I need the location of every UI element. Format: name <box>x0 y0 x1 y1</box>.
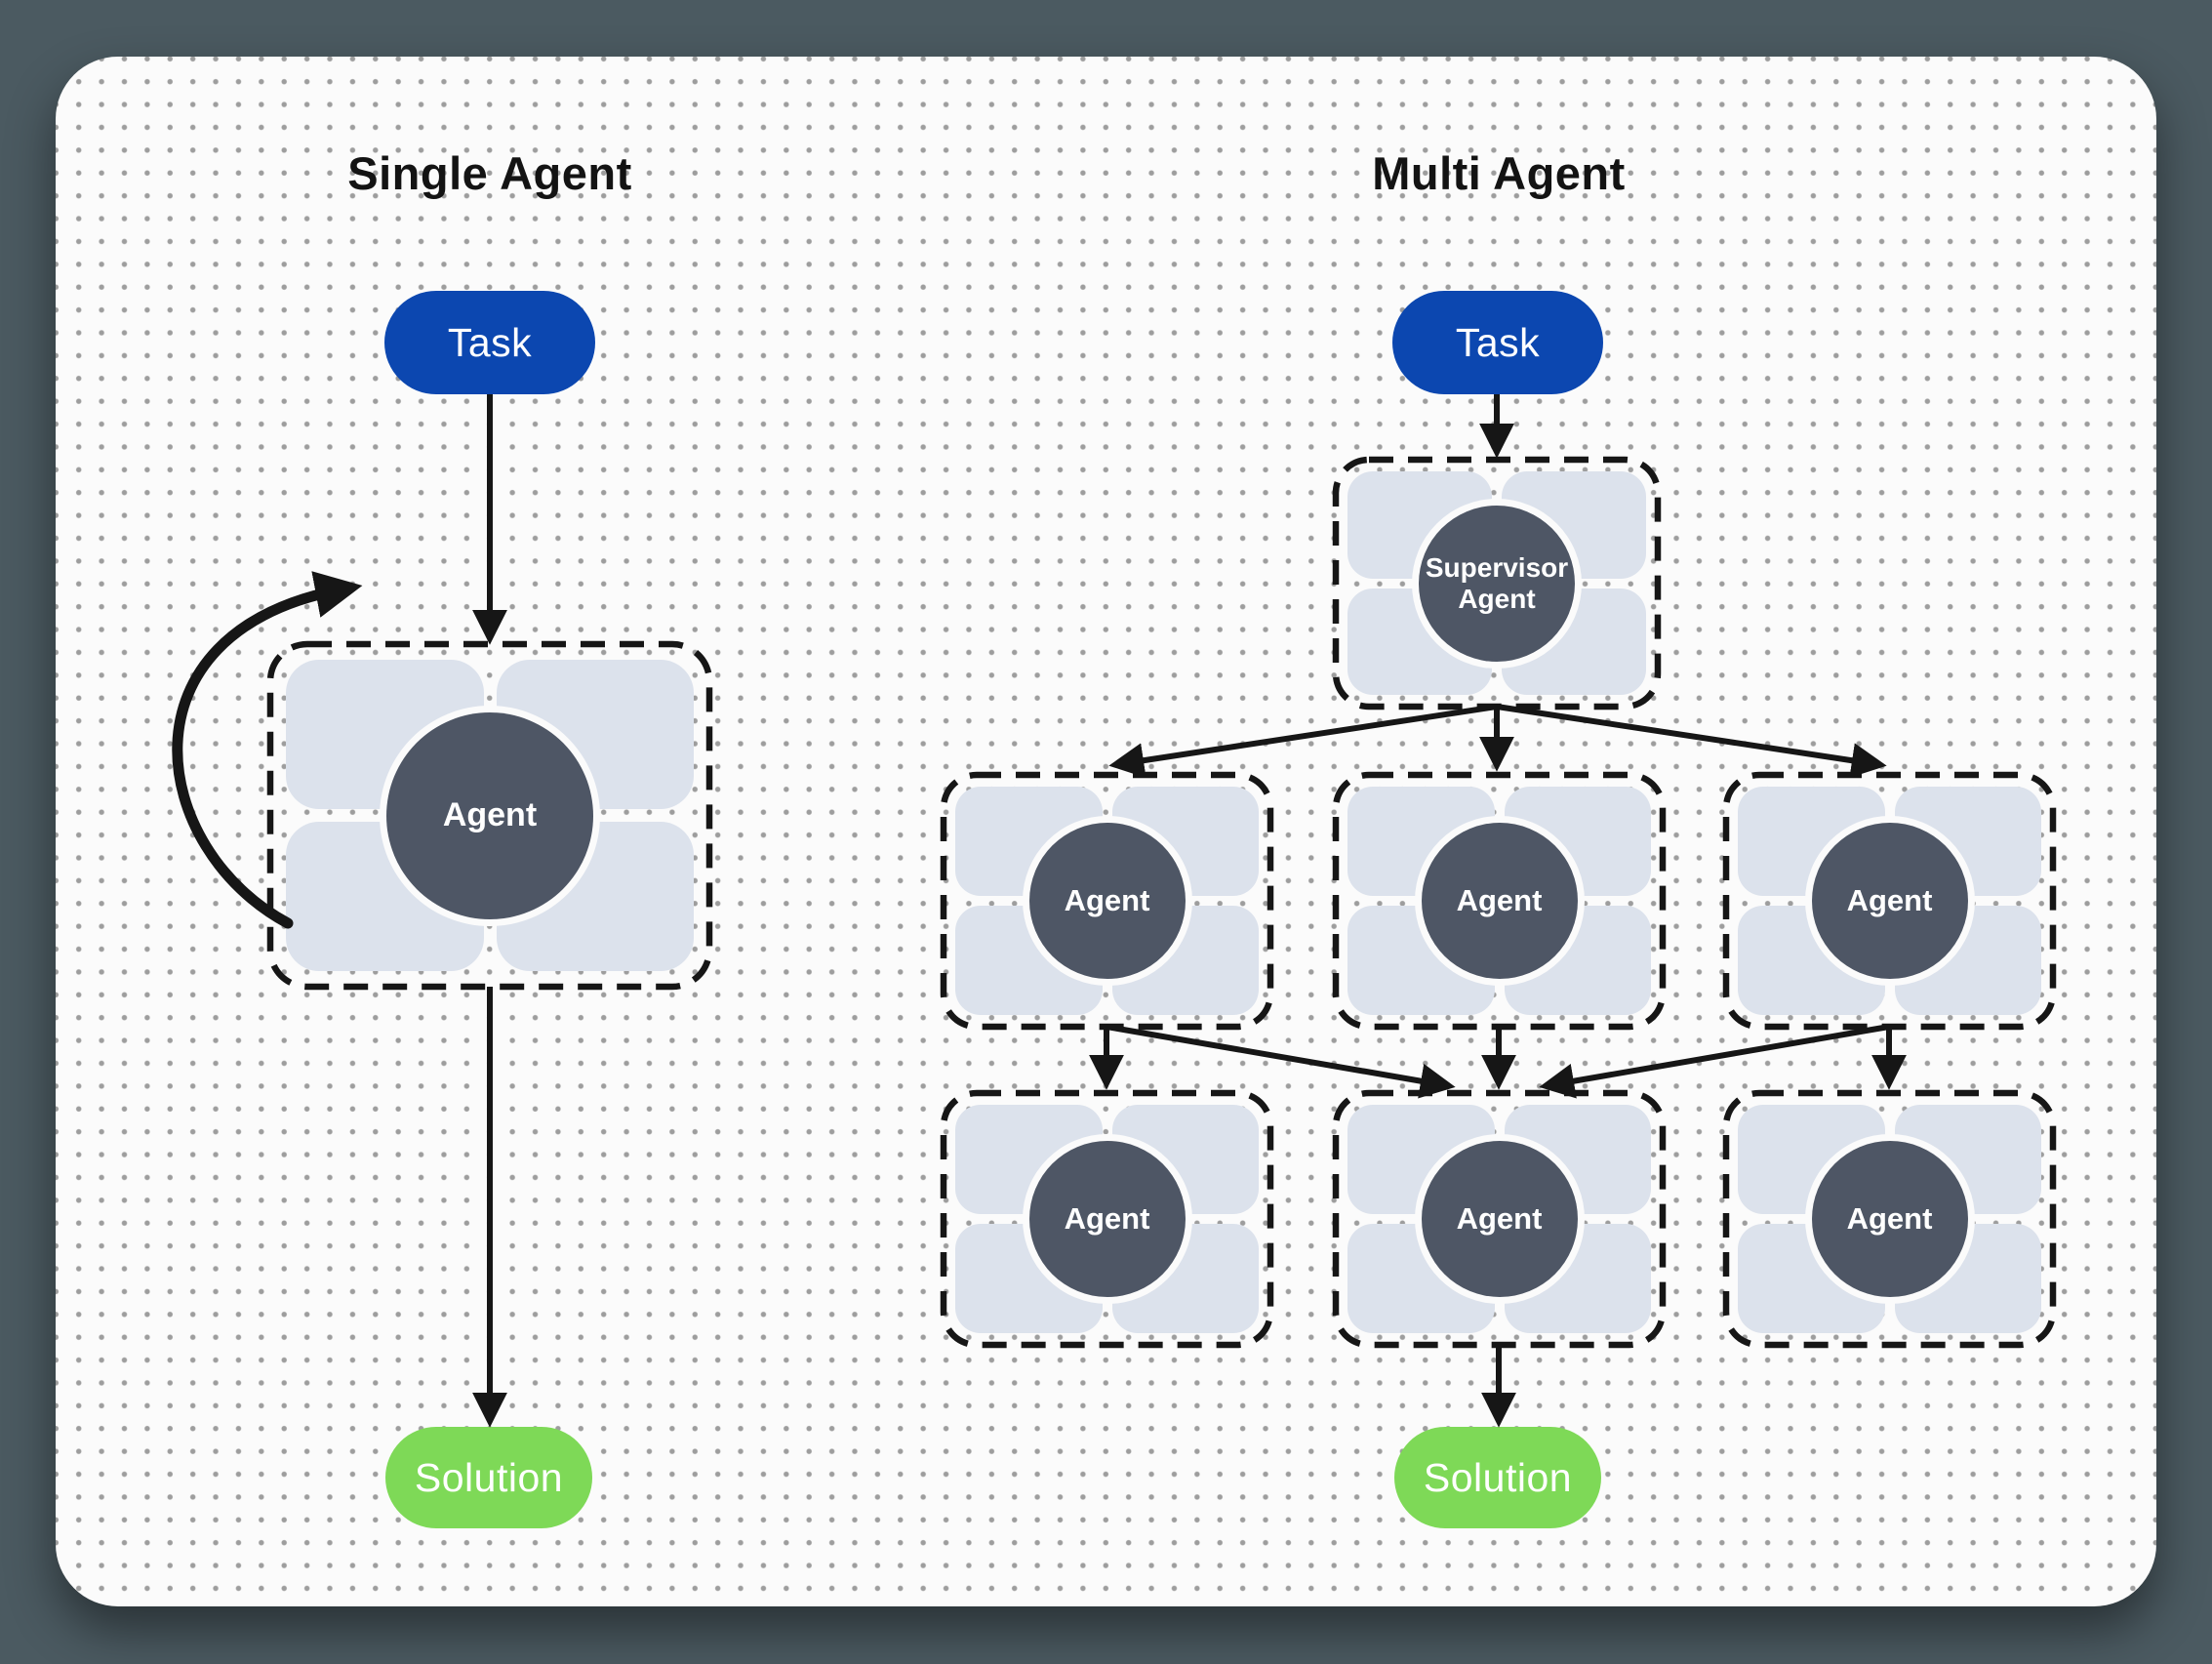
agent-node: Agent <box>1028 1141 1186 1297</box>
agent-label: Agent <box>442 796 538 833</box>
agent-node: Agent <box>1421 823 1578 979</box>
agent-label: Agent <box>1064 883 1150 917</box>
agent-node: Agent <box>1811 823 1968 979</box>
agent-node: Agent <box>1421 1141 1578 1297</box>
agent-label: Agent <box>1456 883 1543 917</box>
supervisor-agent-node: Supervisor Agent <box>1419 505 1575 662</box>
agent-label: Agent <box>1456 1201 1543 1236</box>
supervisor-agent-label: Supervisor Agent <box>1425 552 1569 614</box>
agent-node: Agent <box>1028 823 1186 979</box>
worker-agent-cluster-row2-left: Agent <box>944 1093 1270 1345</box>
agent-label: Agent <box>1064 1201 1150 1236</box>
single-agent-title: Single Agent <box>347 147 632 199</box>
agent-node: Agent <box>386 711 593 919</box>
agent-label: Agent <box>1846 1201 1933 1236</box>
arrow-supervisor-to-row1-right <box>1496 704 1887 779</box>
single-solution-label: Solution <box>414 1454 564 1500</box>
single-agent-cluster: Agent <box>270 644 709 987</box>
single-solution-pill: Solution <box>385 1427 592 1528</box>
multi-agent-title: Multi Agent <box>1372 147 1626 199</box>
multi-solution-pill: Solution <box>1394 1427 1601 1528</box>
worker-agent-cluster-row2-right: Agent <box>1726 1093 2053 1345</box>
supervisor-agent-cluster: Supervisor Agent <box>1336 460 1658 707</box>
arrow-supervisor-to-row1-left <box>1108 704 1498 778</box>
agent-label: Agent <box>1846 883 1933 917</box>
single-task-pill: Task <box>384 291 595 394</box>
single-task-label: Task <box>447 319 533 365</box>
worker-agent-cluster-row1-right: Agent <box>1726 775 2053 1027</box>
multi-task-pill: Task <box>1392 291 1603 394</box>
worker-agent-cluster-row2-middle: Agent <box>1336 1093 1663 1345</box>
arrow-row1-left-to-row2-middle <box>1106 1024 1456 1099</box>
arrow-row1-right-to-row2-middle <box>1539 1024 1890 1099</box>
worker-agent-cluster-row1-left: Agent <box>944 775 1270 1027</box>
worker-agent-cluster-row1-middle: Agent <box>1336 775 1663 1027</box>
multi-task-label: Task <box>1455 319 1541 365</box>
multi-solution-label: Solution <box>1423 1454 1573 1500</box>
agent-node: Agent <box>1811 1141 1968 1297</box>
diagram-card: Single Agent Multi Agent Task Task Agent… <box>56 57 2156 1606</box>
